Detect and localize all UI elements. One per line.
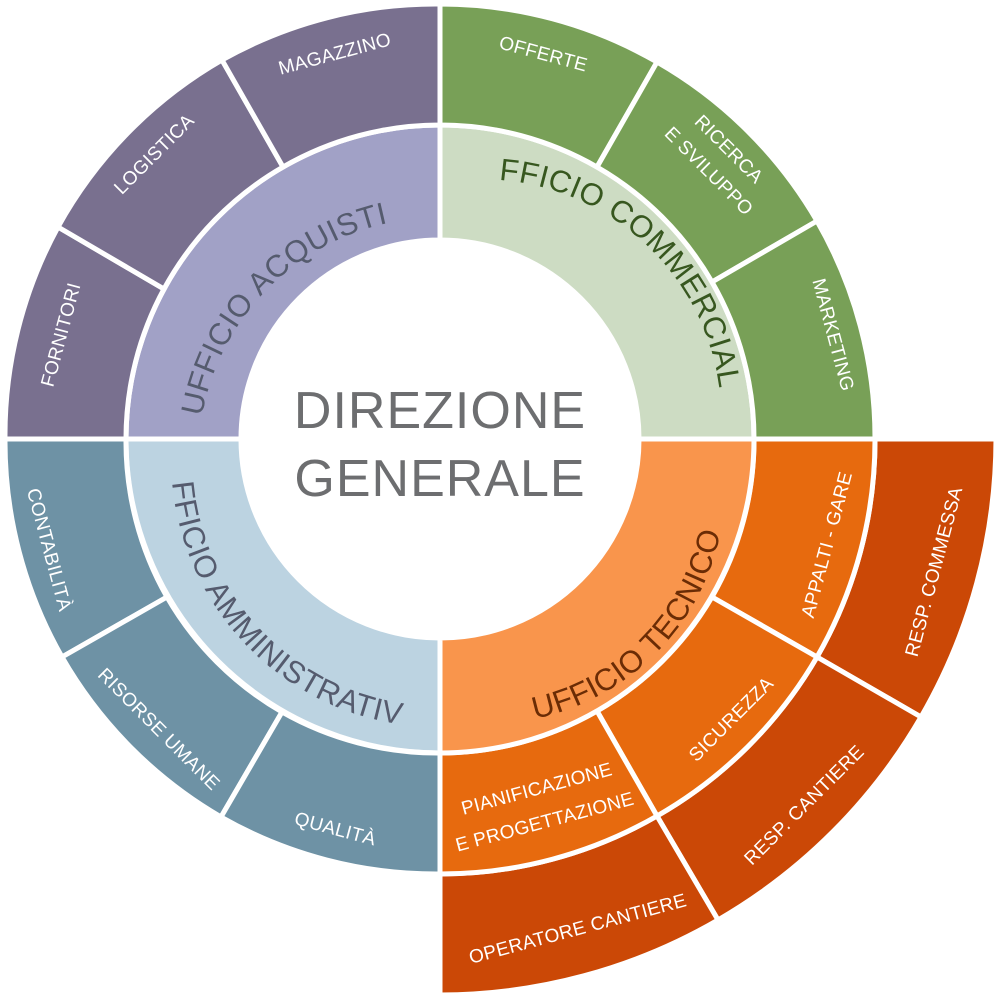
ufficio-acquisti-sector: [2, 1, 443, 442]
ufficio-amministrativo-sector: [2, 436, 443, 877]
center-title-line2: GENERALE: [294, 450, 585, 508]
tecnico-inner-segment[interactable]: [437, 436, 757, 756]
ufficio-commerciale-sector: [437, 1, 878, 442]
direzione-generale-circle[interactable]: [243, 242, 637, 636]
ufficio-tecnico-sector: [437, 436, 999, 998]
center-title-line1: DIREZIONE: [294, 382, 586, 440]
